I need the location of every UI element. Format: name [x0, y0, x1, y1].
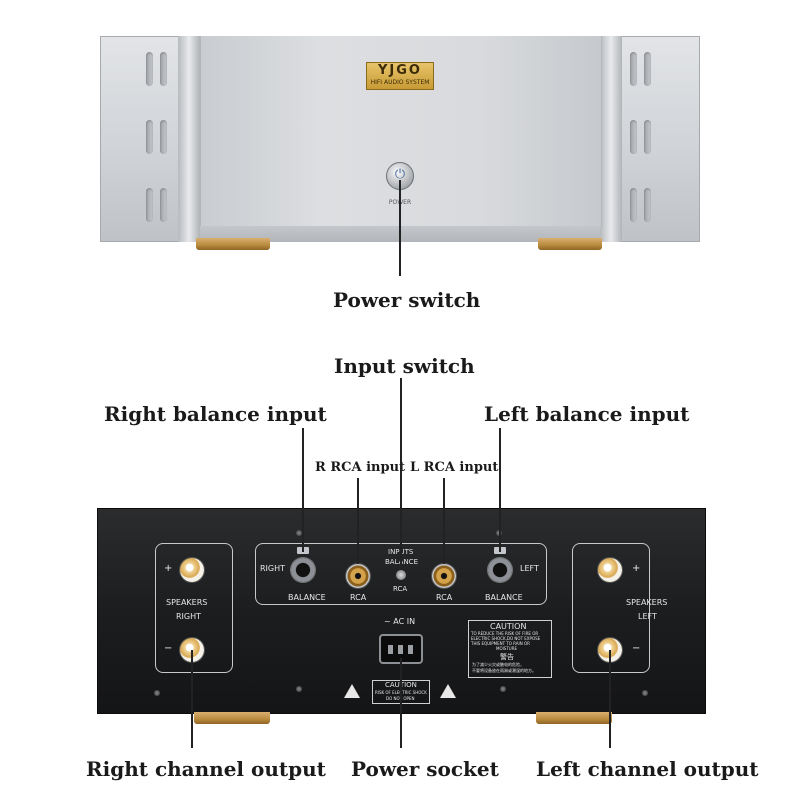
- label-left-channel-output: Left channel output: [536, 757, 759, 781]
- caution-title: CAUTION: [490, 622, 527, 631]
- leader-line-input-switch: [400, 378, 402, 570]
- vent-slot: [146, 52, 153, 86]
- label-left-balance-input: Left balance input: [484, 402, 690, 426]
- right-speakers-text: SPEAKERS: [166, 598, 208, 607]
- label-l-rca-input: L RCA input: [410, 460, 499, 475]
- label-right-channel-output: Right channel output: [86, 757, 326, 781]
- inputs-left-text: LEFT: [520, 564, 539, 573]
- left-speaker-plus: +: [632, 563, 641, 574]
- leader-line-r-rca: [357, 478, 359, 564]
- right-balance-caption: BALANCE: [288, 593, 326, 602]
- right-speaker-positive-terminal[interactable]: [180, 558, 204, 582]
- left-speaker-frame: [572, 543, 650, 673]
- leader-line-power-switch: [399, 180, 401, 276]
- brand-name: YJGO: [378, 63, 422, 78]
- right-speaker-frame: [155, 543, 233, 673]
- leader-line-right-channel: [191, 650, 193, 748]
- right-speaker-plus: +: [164, 563, 173, 574]
- iec-pin: [408, 645, 413, 654]
- vent-slot: [146, 120, 153, 154]
- left-rca-caption: RCA: [436, 593, 453, 602]
- warning-cn: 警告: [500, 653, 514, 661]
- ac-in-label: ~ AC IN: [384, 617, 416, 626]
- caution-text-1: TO REDUCE THE RISK OF FIRE OR: [471, 631, 539, 636]
- iec-pin: [398, 645, 403, 654]
- label-power-socket: Power socket: [351, 757, 499, 781]
- leader-line-left-channel: [609, 650, 611, 748]
- screw: [500, 686, 506, 692]
- right-speakers-side: RIGHT: [176, 612, 202, 621]
- screw: [296, 686, 302, 692]
- front-left-handle: [178, 36, 200, 242]
- warning-triangle-icon: [440, 684, 456, 698]
- front-foot-left: [196, 238, 270, 250]
- vent-slot: [630, 188, 637, 222]
- left-speaker-positive-terminal[interactable]: [598, 558, 622, 582]
- caution-text-4: MOISTURE: [496, 646, 517, 651]
- leader-line-l-rca: [443, 478, 445, 564]
- label-right-balance-input: Right balance input: [104, 402, 327, 426]
- front-foot-right: [538, 238, 602, 250]
- leader-line-left-balance: [499, 428, 501, 552]
- label-input-switch: Input switch: [334, 354, 475, 378]
- brand-subtitle: HIFI AUDIO SYSTEM: [370, 79, 430, 86]
- brand-badge: YJGO HIFI AUDIO SYSTEM: [366, 62, 434, 90]
- right-rca-jack[interactable]: [346, 564, 370, 588]
- inputs-rca-center: RCA: [393, 585, 408, 593]
- rear-foot-right: [536, 712, 612, 724]
- right-rca-caption: RCA: [350, 593, 367, 602]
- front-right-handle: [600, 36, 622, 242]
- caution-text-3: THIS EQUIPMENT TO RAIN OR: [471, 641, 530, 646]
- vent-slot: [146, 188, 153, 222]
- label-power-switch: Power switch: [333, 288, 481, 312]
- screw: [296, 530, 302, 536]
- warning-triangle-icon: [344, 684, 360, 698]
- left-rca-jack[interactable]: [432, 564, 456, 588]
- vent-slot: [160, 188, 167, 222]
- caution-label-box: [468, 620, 552, 678]
- leader-line-power-socket: [400, 658, 402, 748]
- caution-cn-1: 为了减少火灾或触电的危险，: [472, 662, 524, 667]
- left-speakers-side: LEFT: [638, 612, 657, 621]
- iec-pin: [388, 645, 393, 654]
- vent-slot: [644, 120, 651, 154]
- vent-slot: [644, 188, 651, 222]
- screw: [154, 690, 160, 696]
- ac-power-socket[interactable]: [379, 634, 423, 664]
- inputs-right-text: RIGHT: [260, 564, 286, 573]
- vent-slot: [630, 120, 637, 154]
- screw: [642, 690, 648, 696]
- left-balance-caption: BALANCE: [485, 593, 523, 602]
- left-balance-xlr-jack[interactable]: [488, 558, 512, 582]
- caution-text-2: ELECTRIC SHOCK,DO NOT EXPOSE: [471, 636, 541, 641]
- caution-cn-2: 不要将设备放在雨淋或潮湿的地方。: [472, 668, 536, 673]
- input-select-toggle[interactable]: [396, 570, 406, 580]
- vent-slot: [644, 52, 651, 86]
- rear-foot-left: [194, 712, 270, 724]
- vent-slot: [630, 52, 637, 86]
- right-balance-xlr-jack[interactable]: [291, 558, 315, 582]
- left-speaker-minus: −: [632, 643, 641, 654]
- vent-slot: [160, 52, 167, 86]
- vent-slot: [160, 120, 167, 154]
- leader-line-right-balance: [302, 428, 304, 552]
- left-speakers-text: SPEAKERS: [626, 598, 668, 607]
- label-r-rca-input: R RCA input: [315, 460, 406, 475]
- right-speaker-minus: −: [164, 643, 173, 654]
